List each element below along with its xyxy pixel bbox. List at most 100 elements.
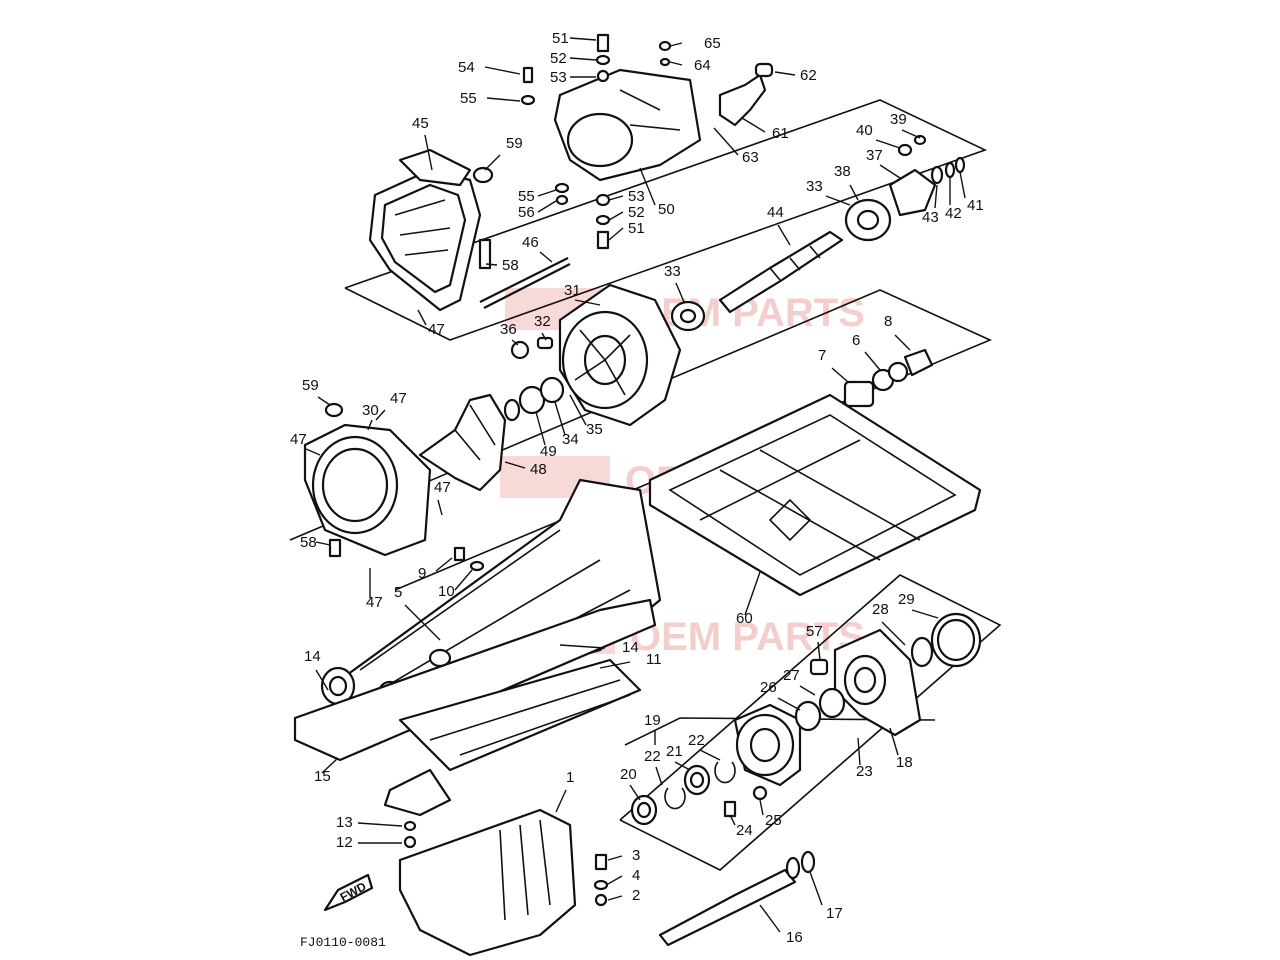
leader-line-23	[857, 737, 861, 766]
callout-65: 65	[704, 35, 721, 52]
shaft-bearing-group	[670, 134, 966, 332]
leader-line-9	[435, 557, 453, 572]
callout-32: 32	[534, 313, 551, 330]
leader-line-44	[777, 224, 791, 246]
callout-50: 50	[658, 201, 675, 218]
callout-9: 9	[418, 565, 426, 582]
watermark-bottom: OEM PARTS	[630, 615, 865, 659]
bearing-set-6-7-8	[843, 348, 934, 408]
callout-28: 28	[872, 601, 889, 618]
leader-line-37	[879, 164, 901, 179]
callout-4: 4	[632, 867, 640, 884]
leader-line-13	[357, 822, 403, 827]
callout-24: 24	[736, 822, 753, 839]
leader-line-20	[629, 784, 641, 801]
leader-line-31	[574, 299, 601, 306]
callout-14: 14	[304, 648, 321, 665]
callout-47: 47	[434, 479, 451, 496]
pump-housing-31	[558, 283, 682, 427]
leader-line-59	[484, 154, 501, 171]
callout-21: 21	[666, 743, 683, 760]
leader-line-62	[774, 71, 796, 76]
callout-11: 11	[646, 651, 662, 668]
callout-27: 27	[783, 667, 800, 684]
tray-plate-15	[293, 598, 657, 817]
callout-61: 61	[772, 125, 789, 142]
seals-20-21-22	[630, 761, 736, 826]
leader-line-64	[669, 61, 683, 66]
callout-17: 17	[826, 905, 843, 922]
leader-line-27	[799, 685, 816, 696]
callout-8: 8	[884, 313, 892, 330]
callout-33: 33	[806, 178, 823, 195]
callout-12: 12	[336, 834, 353, 851]
callout-26: 26	[760, 679, 777, 696]
callout-35: 35	[586, 421, 603, 438]
hose-fitting-61	[718, 62, 774, 127]
callout-23: 23	[856, 763, 873, 780]
leader-line-7	[831, 367, 849, 383]
callout-44: 44	[767, 204, 784, 221]
callout-15: 15	[314, 768, 331, 785]
leader-line-14	[315, 669, 329, 691]
leader-line-54	[484, 66, 521, 75]
leader-line-63	[713, 127, 739, 156]
leader-lines	[305, 37, 966, 933]
callout-45: 45	[412, 115, 429, 132]
callout-56: 56	[518, 204, 535, 221]
callout-34: 34	[562, 431, 579, 448]
callout-57: 57	[806, 623, 823, 640]
callout-53: 53	[550, 69, 567, 86]
callout-55: 55	[518, 188, 535, 205]
callout-47: 47	[390, 390, 407, 407]
leader-line-1	[555, 789, 567, 813]
callout-2: 2	[632, 887, 640, 904]
nozzle-18	[809, 612, 982, 737]
callout-52: 52	[628, 204, 645, 221]
callout-10: 10	[438, 583, 455, 600]
leader-line-11	[599, 661, 631, 669]
callout-22: 22	[688, 732, 705, 749]
leader-line-49	[535, 411, 546, 446]
leader-line-58	[485, 263, 498, 266]
callout-51: 51	[552, 30, 569, 47]
leader-line-65	[669, 42, 683, 47]
leader-line-8	[894, 334, 911, 351]
leader-line-47	[305, 448, 321, 456]
leader-line-43	[934, 184, 938, 209]
leader-line-58	[315, 541, 331, 546]
leader-line-15	[321, 757, 339, 774]
leader-line-24	[729, 814, 736, 826]
bearing-housing-19	[723, 687, 846, 818]
leader-line-10	[454, 569, 473, 591]
leader-line-33	[825, 195, 851, 206]
callout-47: 47	[428, 321, 445, 338]
leader-line-55	[486, 97, 521, 102]
leader-line-6	[864, 351, 881, 371]
leader-line-22	[655, 766, 663, 786]
duct-cover-50	[553, 68, 702, 182]
callout-6: 6	[852, 332, 860, 349]
leader-line-26	[777, 697, 801, 711]
leader-line-59	[317, 396, 331, 406]
callout-59: 59	[302, 377, 319, 394]
leader-line-2	[607, 895, 623, 901]
leader-line-38	[849, 184, 859, 201]
callout-31: 31	[564, 282, 581, 299]
shaft-16	[658, 850, 816, 947]
leader-line-52	[569, 57, 597, 61]
leader-line-33	[675, 282, 685, 303]
callout-59: 59	[506, 135, 523, 152]
callout-22: 22	[644, 748, 661, 765]
callout-46: 46	[522, 234, 539, 251]
callout-64: 64	[694, 57, 711, 74]
cover-1	[398, 808, 609, 957]
nozzle-housing-30	[303, 402, 432, 558]
leader-line-47	[375, 409, 386, 421]
callout-42: 42	[945, 205, 962, 222]
callout-33: 33	[664, 263, 681, 280]
callout-54: 54	[458, 59, 475, 76]
leader-line-50	[639, 167, 656, 206]
callout-25: 25	[765, 812, 782, 829]
leader-line-60	[744, 571, 761, 616]
